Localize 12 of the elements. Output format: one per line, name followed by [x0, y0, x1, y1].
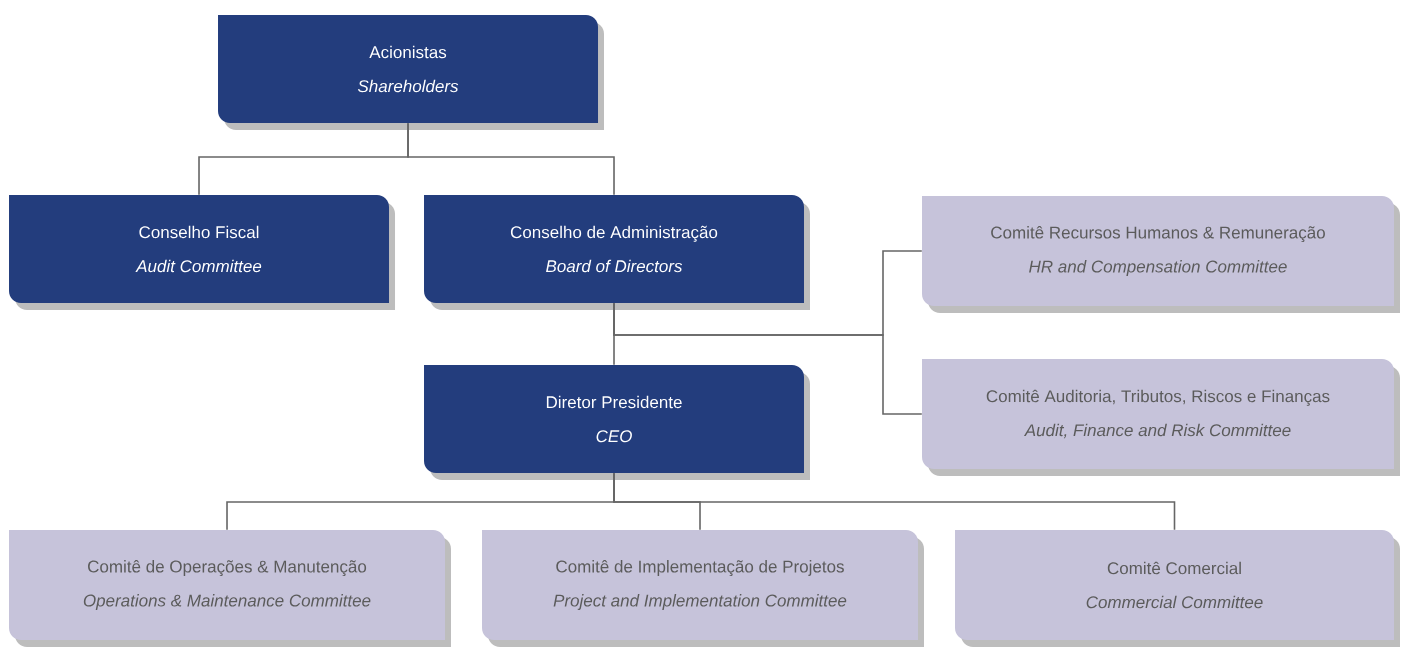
connector-line [407, 122, 615, 196]
org-box: Comitê de Implementação de Projetos Project and Implementation Committee [482, 530, 924, 647]
org-box: Conselho de Administração Board of Directors [424, 195, 810, 310]
org-box: Comitê Auditoria, Tributos, Riscos e Finanças Audit, Finance and Risk Committee [922, 359, 1400, 476]
org-box: Comitê Recursos Humanos & Remuneração HR and Compensation Committee [922, 196, 1400, 313]
org-box: Comitê Comercial Commercial Committee [955, 530, 1400, 647]
org-box: Diretor Presidente CEO [424, 365, 810, 480]
connector-line [613, 302, 923, 415]
org-box: Conselho Fiscal Audit Committee [9, 195, 395, 310]
org-box: Comitê de Operações & Manutenção Operations & Maintenance Committee [9, 530, 451, 647]
connector-line [613, 472, 1176, 531]
org-box: Acionistas Shareholders [218, 15, 604, 130]
